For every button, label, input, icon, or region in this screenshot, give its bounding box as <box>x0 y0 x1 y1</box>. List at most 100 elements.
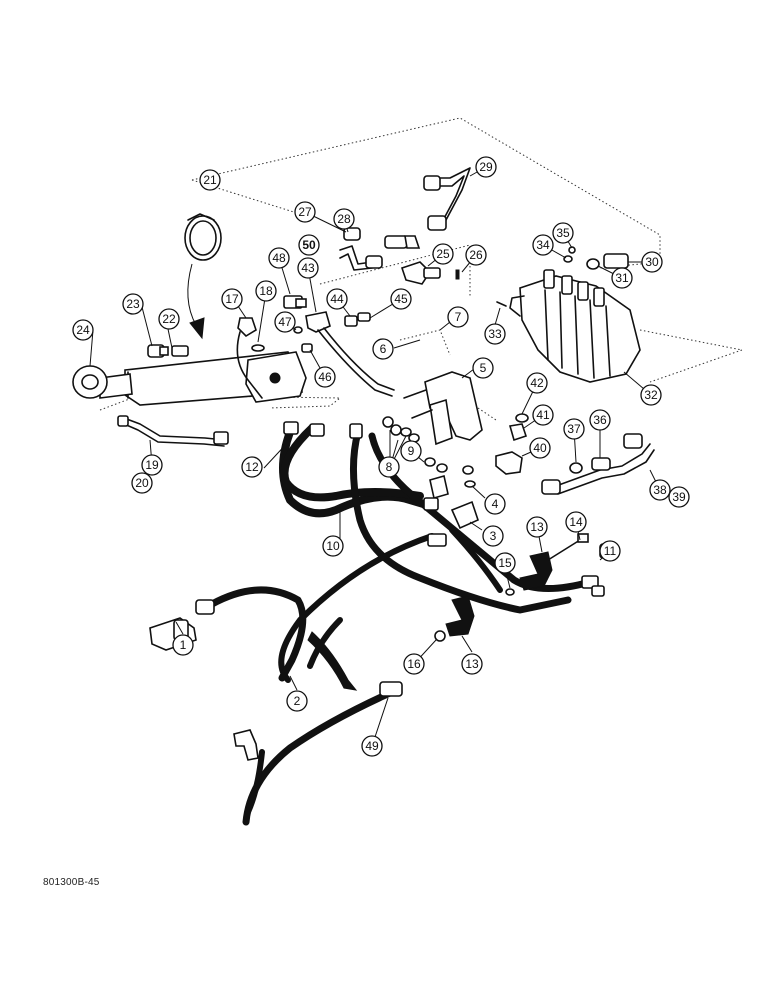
callout-18: 18 <box>255 280 277 302</box>
callout-label: 19 <box>145 458 159 472</box>
callout-28: 28 <box>333 208 355 230</box>
callout-23: 23 <box>122 293 144 315</box>
callout-label: 21 <box>203 173 217 187</box>
callout-40: 40 <box>529 437 551 459</box>
callout-50: 50 <box>298 234 320 256</box>
callout-label: 14 <box>569 515 583 529</box>
callout-8: 8 <box>378 456 400 478</box>
control-valve <box>496 246 641 383</box>
callout-label: 39 <box>672 490 686 504</box>
callout-7: 7 <box>447 306 469 328</box>
callout-15: 15 <box>494 552 516 574</box>
callout-label: 36 <box>593 413 607 427</box>
callout-label: 37 <box>567 422 581 436</box>
upper-pipes <box>339 167 471 285</box>
callout-13-lower: 13 <box>461 653 483 675</box>
callout-label: 11 <box>604 544 617 558</box>
callout-42: 42 <box>526 372 548 394</box>
callout-4: 4 <box>484 493 506 515</box>
callout-43: 43 <box>297 257 319 279</box>
callout-22: 22 <box>158 308 180 330</box>
callout-48: 48 <box>268 247 290 269</box>
callout-label: 28 <box>337 212 351 226</box>
hydraulic-cylinder <box>72 344 307 406</box>
callout-label: 50 <box>302 238 316 252</box>
callout-37: 37 <box>563 418 585 440</box>
callout-label: 41 <box>536 408 550 422</box>
callout-10: 10 <box>322 535 344 557</box>
callout-label: 42 <box>530 376 544 390</box>
callout-36: 36 <box>589 409 611 431</box>
callout-label: 40 <box>533 441 547 455</box>
callout-label: 13 <box>530 520 544 534</box>
callout-label: 48 <box>272 251 286 265</box>
callout-12: 12 <box>241 456 263 478</box>
callout-label: 44 <box>330 292 344 306</box>
callout-35: 35 <box>552 222 574 244</box>
callout-29: 29 <box>475 156 497 178</box>
callout-label: 20 <box>135 476 149 490</box>
callout-13-upper: 13 <box>526 516 548 538</box>
callout-label: 27 <box>298 205 312 219</box>
callout-label: 7 <box>455 310 462 324</box>
callout-47: 47 <box>274 311 296 333</box>
callout-label: 5 <box>480 361 487 375</box>
callout-44: 44 <box>326 288 348 310</box>
callout-14: 14 <box>565 511 587 533</box>
callout-label: 12 <box>245 460 259 474</box>
callout-34: 34 <box>532 234 554 256</box>
callout-31: 31 <box>611 267 633 289</box>
callout-label: 43 <box>301 261 315 275</box>
callout-label: 35 <box>556 226 570 240</box>
callout-label: 4 <box>492 497 499 511</box>
callout-label: 45 <box>394 292 408 306</box>
cylinder-fittings <box>236 295 395 399</box>
callout-24: 24 <box>72 319 94 341</box>
callout-label: 33 <box>488 327 502 341</box>
callout-label: 46 <box>318 370 332 384</box>
callout-11: 11 <box>599 540 621 562</box>
callout-label: 22 <box>162 312 176 326</box>
callout-label: 1 <box>180 638 187 652</box>
callout-leaders <box>89 166 661 747</box>
hoses <box>208 424 594 826</box>
callout-19: 19 <box>141 454 163 476</box>
callout-label: 18 <box>259 284 273 298</box>
callout-label: 24 <box>76 323 90 337</box>
callout-49: 49 <box>361 735 383 757</box>
callout-label: 47 <box>278 315 292 329</box>
callout-label: 10 <box>326 539 340 553</box>
callout-9: 9 <box>400 440 422 462</box>
callout-45: 45 <box>390 288 412 310</box>
callout-label: 13 <box>465 657 479 671</box>
callout-27: 27 <box>294 201 316 223</box>
callout-17: 17 <box>221 288 243 310</box>
callout-3: 3 <box>482 525 504 547</box>
callout-label: 30 <box>645 255 659 269</box>
tee-fittings <box>495 413 655 495</box>
callout-25: 25 <box>432 243 454 265</box>
hose-clamps-bolt <box>434 533 589 642</box>
callout-33: 33 <box>484 323 506 345</box>
callout-label: 26 <box>469 248 483 262</box>
callout-label: 31 <box>615 271 629 285</box>
callout-38: 38 <box>649 479 671 501</box>
callout-label: 16 <box>407 657 421 671</box>
callout-26: 26 <box>465 244 487 266</box>
callout-label: 34 <box>536 238 550 252</box>
callout-2: 2 <box>286 690 308 712</box>
callout-label: 23 <box>126 297 140 311</box>
callout-32: 32 <box>640 384 662 406</box>
hose-clamp <box>184 213 222 340</box>
callout-21: 21 <box>199 169 221 191</box>
callout-label: 38 <box>653 483 667 497</box>
callout-46: 46 <box>314 366 336 388</box>
callout-label: 9 <box>408 444 415 458</box>
callout-39: 39 <box>668 486 690 508</box>
callout-41: 41 <box>532 404 554 426</box>
callout-label: 2 <box>294 694 301 708</box>
callout-label: 49 <box>365 739 379 753</box>
callout-20: 20 <box>131 472 153 494</box>
callout-label: 3 <box>490 529 497 543</box>
